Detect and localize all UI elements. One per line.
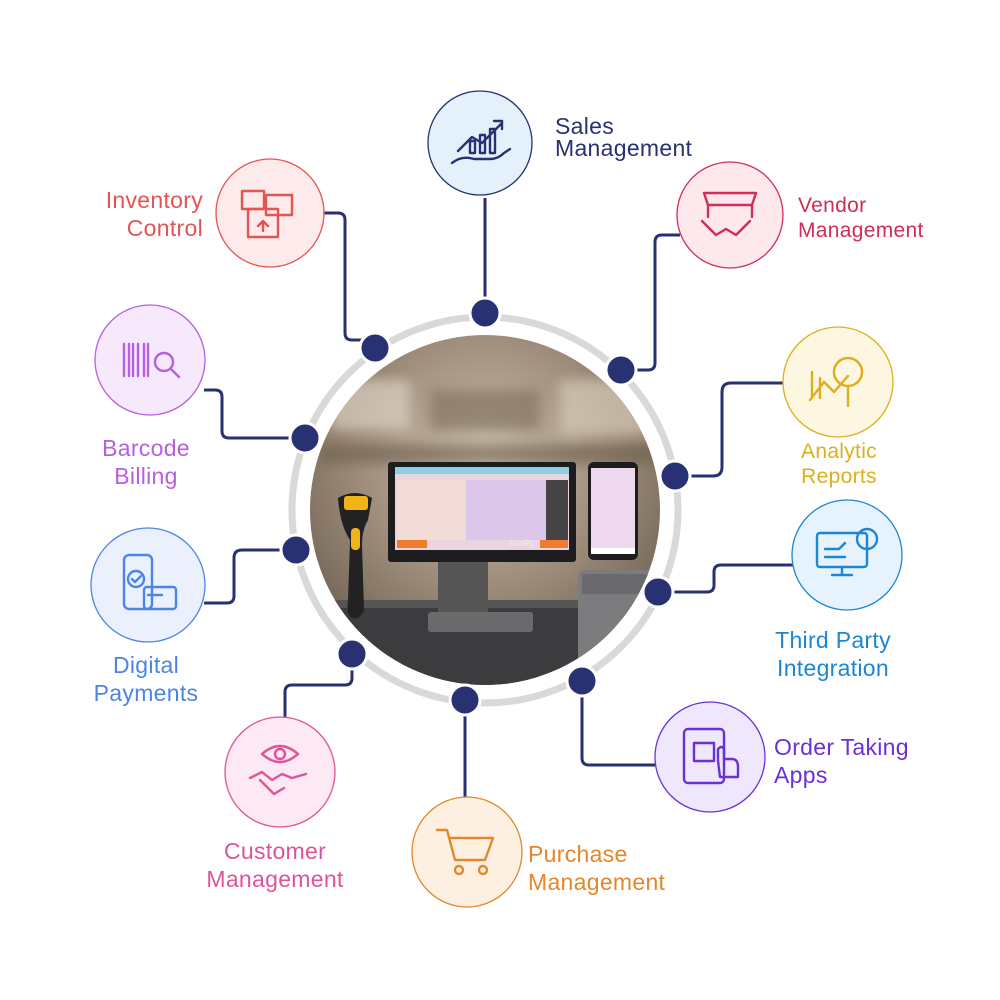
feature-thirdparty bbox=[791, 499, 903, 611]
connector-digital bbox=[204, 548, 296, 605]
feature-circle bbox=[411, 796, 523, 908]
monitor-stand bbox=[438, 552, 488, 617]
connector-inventory bbox=[324, 211, 377, 348]
cart-icon bbox=[435, 828, 495, 876]
chart-magnifier-icon bbox=[808, 356, 864, 408]
connector-lines bbox=[204, 198, 795, 798]
feature-circle bbox=[654, 701, 766, 813]
feature-vendor bbox=[676, 161, 784, 269]
feature-digital bbox=[90, 527, 206, 643]
connector-barcode bbox=[204, 388, 305, 440]
connector-vendor bbox=[621, 233, 680, 372]
feature-barcode bbox=[94, 304, 206, 416]
connector-analytic bbox=[675, 381, 785, 478]
tablet-box-touch-icon bbox=[682, 727, 740, 785]
feature-inventory bbox=[215, 158, 325, 268]
feature-customer bbox=[224, 716, 336, 828]
feature-circle bbox=[224, 716, 336, 828]
device-brand-logo: ThinPC bbox=[509, 539, 536, 548]
feature-analytic bbox=[782, 326, 894, 438]
barcode-search-icon bbox=[122, 342, 181, 379]
boxes-icon bbox=[240, 189, 294, 239]
feature-circle bbox=[90, 527, 206, 643]
connector-customer bbox=[283, 654, 354, 718]
feature-sales bbox=[427, 90, 533, 196]
eye-handshake-icon bbox=[248, 744, 308, 796]
connector-thirdparty bbox=[658, 563, 795, 594]
feature-circle bbox=[676, 161, 784, 269]
monitor-gear-icon bbox=[815, 527, 879, 577]
connector-order bbox=[580, 681, 656, 767]
feature-circle bbox=[791, 499, 903, 611]
barcode-scanner bbox=[338, 493, 372, 619]
feature-circle bbox=[215, 158, 325, 268]
connector-dots bbox=[279, 296, 692, 717]
store-handshake-icon bbox=[700, 191, 758, 237]
hand-growth-chart-icon bbox=[450, 119, 512, 165]
phone-card-icon bbox=[122, 553, 178, 611]
feature-purchase bbox=[411, 796, 523, 908]
feature-order bbox=[654, 701, 766, 813]
feature-circle bbox=[94, 304, 206, 416]
